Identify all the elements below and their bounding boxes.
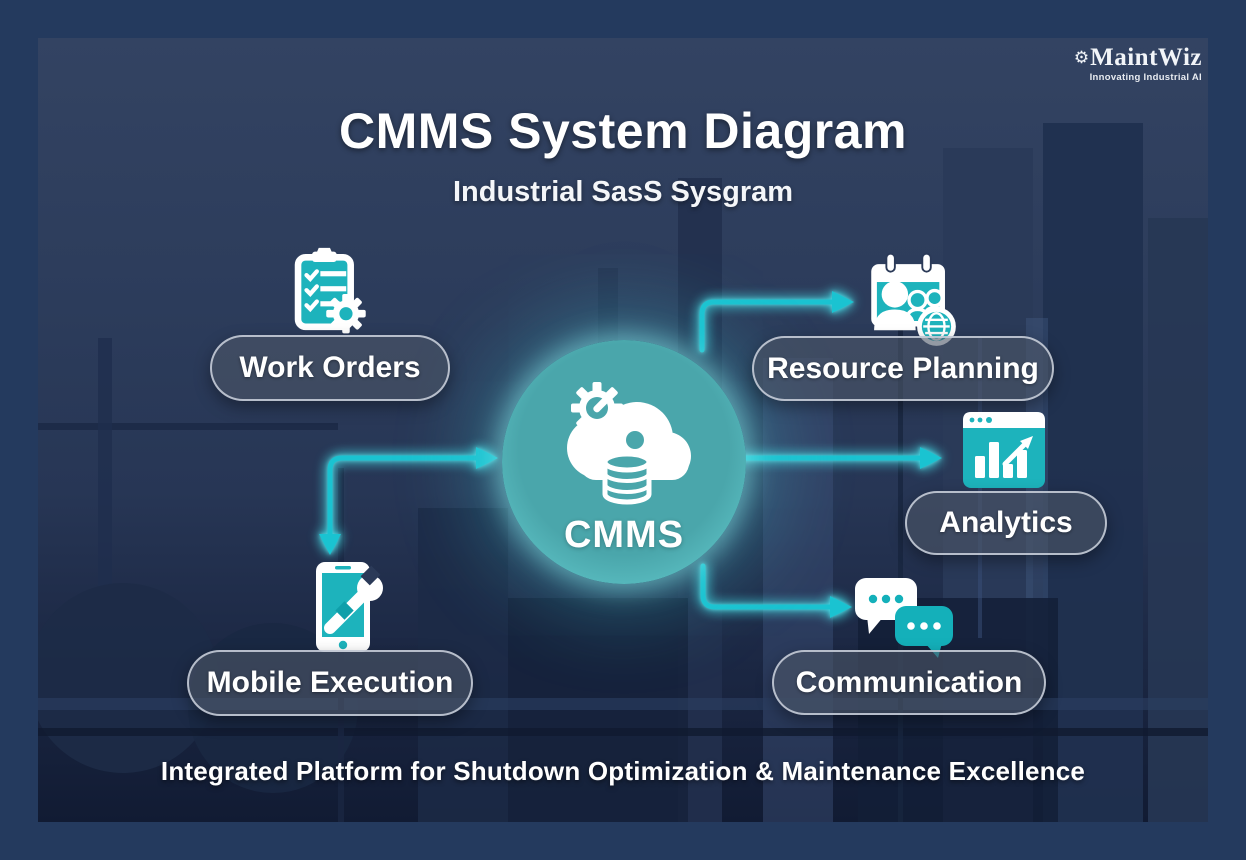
arrowhead-resource xyxy=(832,291,854,313)
arrowhead-communication xyxy=(830,596,852,618)
cloud-gears-database-icon xyxy=(567,382,691,505)
clipboard-checklist-gear-icon xyxy=(294,247,366,334)
cmms-hub-circle: CMMS xyxy=(502,340,746,584)
arrowhead-analytics xyxy=(920,447,942,469)
arrow-cmms-to-communication xyxy=(700,563,833,610)
footer-tagline: Integrated Platform for Shutdown Optimiz… xyxy=(160,756,1086,786)
gear-icon: ⚙ xyxy=(1073,48,1090,67)
connector-arrows xyxy=(319,291,942,618)
logo-tagline: Innovating Industrial AI xyxy=(1089,72,1202,83)
logo-name: MaintWiz xyxy=(1090,44,1202,71)
node-resource-planning: Resource Planning xyxy=(752,336,1054,401)
arrow-workorders-to-cmms xyxy=(327,455,479,539)
calendar-people-globe-icon xyxy=(871,252,956,346)
node-analytics: Analytics xyxy=(905,491,1107,555)
node-label: Communication xyxy=(795,665,1023,699)
node-label: Resource Planning xyxy=(767,351,1039,385)
bar-chart-window-icon xyxy=(963,412,1045,488)
node-label: Work Orders xyxy=(239,351,421,384)
node-mobile-execution: Mobile Execution xyxy=(187,650,473,716)
page-subtitle: Industrial SasS Sysgram xyxy=(452,176,794,208)
arrowhead-down-mobile xyxy=(319,534,341,555)
arrow-cmms-to-resource xyxy=(699,299,835,353)
cmms-hub-label: CMMS xyxy=(563,514,685,556)
page-title: CMMS System Diagram xyxy=(339,103,907,159)
arrowhead-right-cmms xyxy=(476,447,498,469)
node-work-orders: Work Orders xyxy=(210,335,450,401)
node-label: Analytics xyxy=(939,506,1073,539)
phone-wrench-icon xyxy=(316,562,383,652)
chat-bubbles-icon xyxy=(855,578,953,658)
node-label: Mobile Execution xyxy=(206,666,454,699)
diagram-canvas: ⚙ MaintWiz Innovating Industrial AI CMMS… xyxy=(38,38,1208,822)
maintwiz-logo: ⚙ MaintWiz Innovating Industrial AI xyxy=(1074,44,1202,83)
node-communication: Communication xyxy=(772,650,1046,715)
